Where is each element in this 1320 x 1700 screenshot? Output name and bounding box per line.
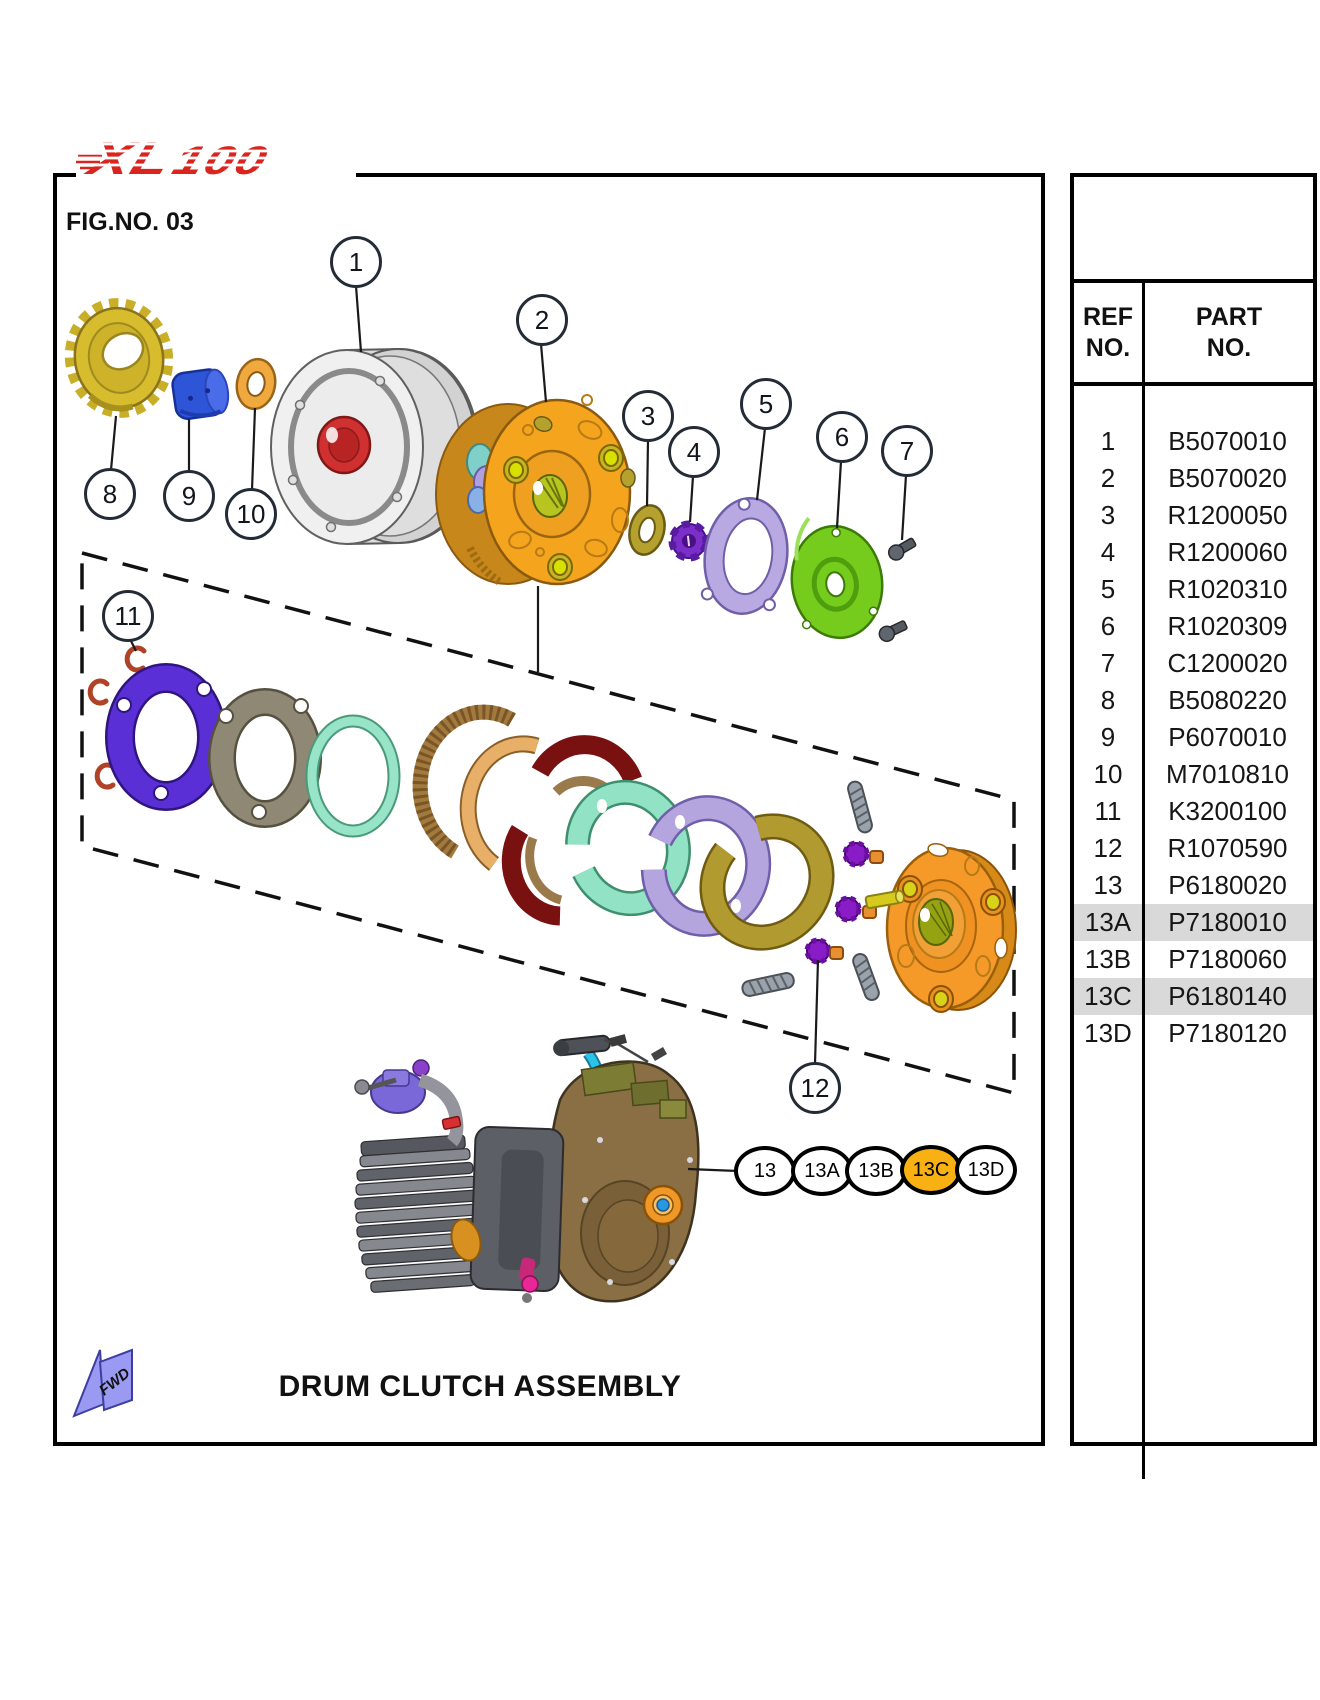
callout-7: 7: [881, 425, 933, 477]
table-header: REF NO. PART NO.: [1074, 283, 1313, 386]
callout-3: 3: [622, 390, 674, 442]
callout-13a: 13A: [791, 1146, 853, 1196]
part-no-header: PART NO.: [1195, 302, 1263, 362]
callout-13c-highlighted: 13C: [900, 1145, 962, 1195]
page-title: DRUM CLUTCH ASSEMBLY: [278, 1370, 682, 1403]
callout-1: 1: [330, 236, 382, 288]
callout-4: 4: [668, 426, 720, 478]
callout-10: 10: [225, 488, 277, 540]
callout-5: 5: [740, 378, 792, 430]
figure-number: FIG.NO. 03: [66, 208, 194, 236]
callout-9: 9: [163, 470, 215, 522]
callout-13d: 13D: [955, 1145, 1017, 1195]
diagram-frame: [53, 173, 1045, 1446]
table-title-block: [1074, 177, 1313, 283]
ref-no-header: REF NO.: [1074, 283, 1145, 382]
callout-12: 12: [789, 1062, 841, 1114]
xl100-logo: XL100: [76, 134, 356, 182]
table-column-divider: [1142, 386, 1145, 1479]
callout-6: 6: [816, 411, 868, 463]
callout-11: 11: [102, 590, 154, 642]
callout-13: 13: [734, 1146, 796, 1196]
callout-8: 8: [84, 468, 136, 520]
callout-2: 2: [516, 294, 568, 346]
callout-13b: 13B: [845, 1146, 907, 1196]
